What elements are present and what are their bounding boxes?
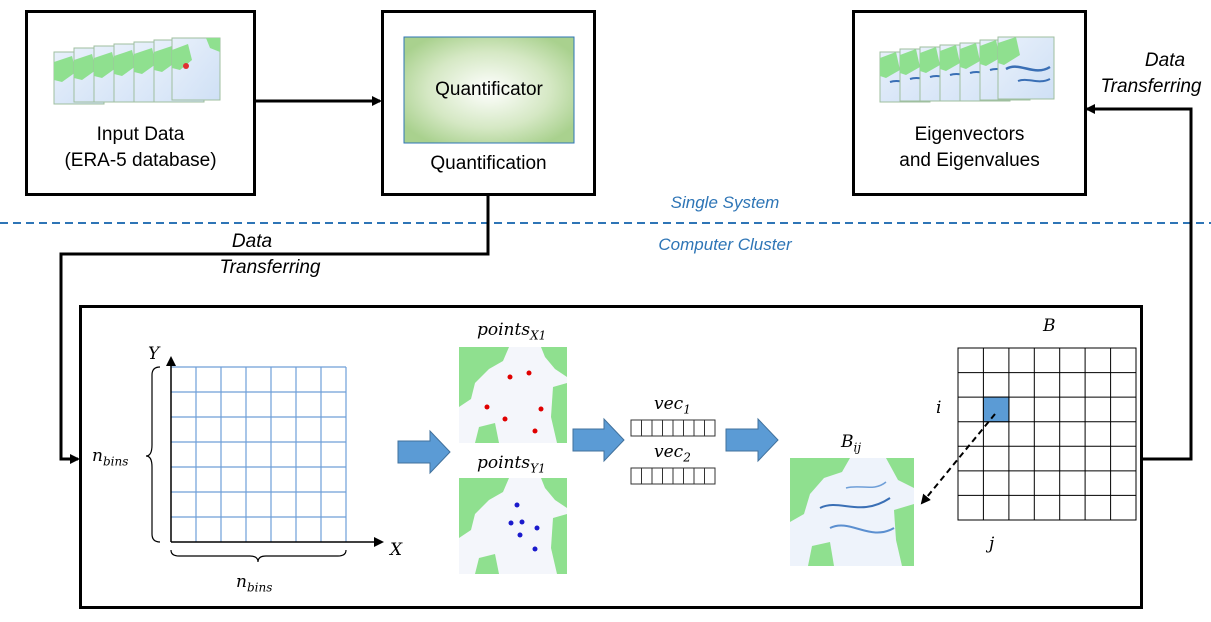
block-arrow-3 [725, 417, 779, 463]
transfer-left-label: Data Transferring [219, 231, 321, 278]
block-arrow-2 [572, 417, 625, 463]
bins-bottom-label: nbins [236, 572, 273, 595]
bins-left-label: nbins [92, 446, 129, 469]
points-y1-label: pointsY1 [477, 453, 546, 476]
transfer-left-path [59, 196, 490, 464]
points-y1-map [459, 478, 567, 574]
x-axis-label: X [390, 540, 403, 560]
input-data-box [25, 10, 256, 196]
input-map-stack [53, 37, 221, 105]
matrix-b-highlight-cell [982, 396, 1010, 423]
matrix-b-label: B [1043, 316, 1056, 336]
cell-to-bij-arrow [920, 413, 996, 505]
eigen-box [852, 10, 1087, 196]
points-x1-map [459, 347, 567, 443]
vec1-label: vec1 [654, 394, 691, 417]
input-data-label: Input Data (ERA-5 database) [64, 124, 217, 171]
left-brace [145, 366, 161, 543]
transfer-right-path [1085, 104, 1193, 461]
cluster-panel [79, 305, 1143, 609]
points-x1-label: pointsX1 [477, 320, 547, 343]
col-index-label: j [989, 534, 995, 554]
y-axis-label: Y [148, 344, 160, 364]
quantification-box [381, 10, 596, 196]
bij-map [790, 458, 914, 566]
eigen-label: Eigenvectors and Eigenvalues [899, 124, 1040, 171]
single-system-label: Single System [670, 193, 780, 212]
transfer-right-label: Data Transferring [1100, 50, 1202, 97]
eigen-map-stack [879, 36, 1055, 103]
vec2-cells [630, 467, 716, 485]
quantificator-panel [403, 36, 575, 144]
quantificator-label: Quantificator [435, 79, 543, 100]
row-index-label: i [936, 398, 942, 418]
bins-grid [171, 366, 347, 542]
quantification-label: Quantification [430, 153, 547, 174]
bij-label: Bij [841, 432, 862, 455]
block-arrow-1 [397, 429, 451, 475]
vec1-cells [630, 419, 716, 437]
computer-cluster-label: Computer Cluster [658, 235, 792, 254]
bottom-brace [170, 549, 347, 563]
vec2-label: vec2 [654, 442, 691, 465]
